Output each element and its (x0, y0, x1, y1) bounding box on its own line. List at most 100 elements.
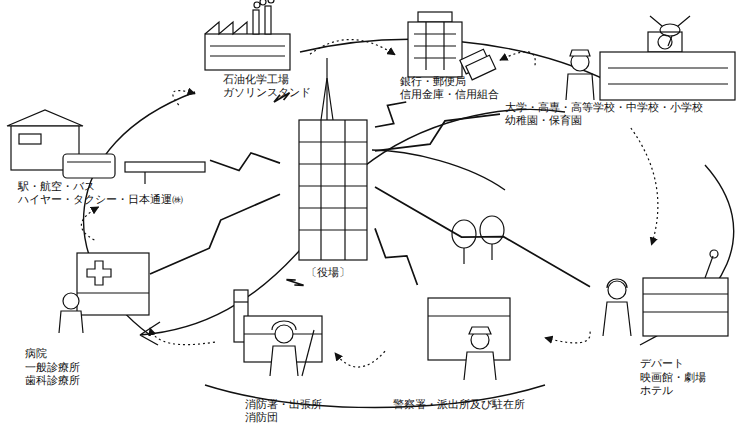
tree-illustration-part (491, 244, 492, 260)
school-illustration (566, 32, 735, 100)
facility-label: 石油化学工場 ガソリンスタンド (223, 73, 423, 101)
department-store-illustration-part (643, 293, 728, 294)
school-illustration-part (658, 35, 672, 49)
hospital-illustration-part (87, 261, 111, 285)
facility-node: 石油化学工場 ガソリンスタンド (195, 8, 310, 100)
factory-illustration-part (205, 34, 290, 70)
dotted-link (81, 207, 98, 240)
station-illustration-part (19, 134, 41, 144)
department-store-illustration-part (603, 302, 631, 336)
school-illustration-part (570, 50, 590, 56)
station-illustration-part (7, 110, 83, 126)
department-store-illustration-part (607, 279, 627, 288)
bird-illustration (650, 16, 690, 46)
bird-illustration-part (660, 24, 680, 36)
bank-illustration-part (466, 55, 496, 80)
tree-illustration-part (452, 220, 476, 248)
factory-illustration-part (254, 2, 260, 8)
radio-link (375, 187, 590, 287)
fire-station-illustration-part (270, 346, 298, 376)
hospital-illustration-part (63, 293, 79, 309)
factory-illustration-part (268, 0, 274, 3)
town-hall-illustration-part (299, 163, 367, 164)
bird-illustration-part (650, 16, 690, 26)
hospital-illustration-part (77, 253, 149, 315)
town-hall-illustration-part (321, 78, 333, 120)
school-illustration-part (600, 52, 735, 100)
facility-label: 銀行・郵便局 信用金庫・信用組合 (400, 75, 600, 103)
facility-node: 駅・航空・バス ハイヤー・タクシー・日本通運㈱ (0, 105, 210, 207)
bank-illustration-part (425, 22, 426, 70)
school-illustration-part (608, 83, 728, 84)
dotted-link (150, 328, 215, 345)
town-hall-illustration-part (299, 185, 367, 186)
police-illustration-part (428, 315, 510, 316)
hospital-illustration-part (59, 311, 83, 333)
swirl-ring-part (372, 150, 505, 190)
label-stack: 駅・航空・バス ハイヤー・タクシー・日本通運㈱ (18, 180, 210, 208)
fire-station-illustration-part (302, 330, 314, 376)
facility-node: デパート 映画館・劇場 ホテル (590, 245, 740, 398)
label-stack: 警察署・派出所及び駐在所 (393, 398, 543, 412)
bank-illustration-part (408, 22, 462, 77)
dotted-link (173, 91, 195, 105)
town-hall-illustration-part (299, 141, 367, 142)
department-store-illustration-part (643, 278, 728, 336)
bank-illustration (408, 12, 496, 80)
radio-link (375, 228, 417, 285)
facility-node: 銀行・郵便局 信用金庫・信用組合 (395, 8, 535, 102)
label-stack: 消防署・出張所 消防団 (245, 398, 335, 426)
town-hall-illustration-part (320, 120, 321, 260)
police-illustration (428, 298, 510, 380)
department-store-illustration-part (705, 256, 713, 278)
tree-illustration-part (463, 248, 464, 264)
label-stack: 〔役場〕 (280, 266, 375, 280)
label-stack: デパート 映画館・劇場 ホテル (640, 357, 740, 398)
facility-node: 大学・高専・高等学校・中学校・小学校 幼稚園・保育園 (500, 28, 744, 128)
label-stack: 銀行・郵便局 信用金庫・信用組合 (400, 75, 600, 103)
hospital-illustration (59, 253, 149, 333)
hospital-illustration-part (77, 292, 149, 293)
department-store-illustration-part (608, 281, 626, 299)
dotted-link (335, 351, 385, 367)
bank-illustration-part (414, 45, 456, 46)
tree-illustration (452, 216, 504, 264)
factory-illustration-part (253, 10, 259, 34)
bank-illustration-part (443, 22, 444, 70)
label-stack: 病院 一般診療所 歯科診療所 (25, 347, 145, 388)
town-hall-illustration-part (326, 58, 327, 120)
factory-illustration-part (210, 55, 285, 56)
dotted-link (500, 52, 535, 65)
facility-label: 消防署・出張所 消防団 (245, 398, 335, 426)
fire-station-illustration-part (275, 325, 293, 343)
factory-illustration-part (260, 0, 266, 5)
town-hall-illustration-part (299, 229, 367, 230)
factory-illustration-part (205, 22, 247, 34)
station-illustration-part (63, 154, 115, 178)
town-hall-illustration-part (299, 120, 367, 260)
department-store-illustration-part (643, 311, 728, 312)
bank-illustration-part (418, 12, 452, 22)
school-illustration-part (566, 74, 594, 100)
facility-node: 〔役場〕 (280, 50, 375, 280)
department-store-illustration (603, 250, 728, 336)
radio-link (274, 93, 289, 102)
facility-label: 駅・航空・バス ハイヤー・タクシー・日本通運㈱ (18, 180, 210, 208)
facility-node: 消防署・出張所 消防団 (215, 285, 335, 425)
station-illustration (7, 110, 205, 184)
station-illustration-part (125, 162, 205, 172)
tree-illustration-part (480, 216, 504, 244)
station-illustration-part (144, 172, 145, 184)
radio-link (375, 102, 406, 127)
radio-link (210, 153, 280, 171)
school-illustration-part (608, 67, 728, 68)
fire-station-illustration-part (272, 321, 296, 330)
police-illustration-part (464, 352, 496, 380)
label-stack: 石油化学工場 ガソリンスタンド (223, 73, 423, 101)
factory-illustration-part (210, 45, 285, 46)
factory-illustration-part (265, 6, 271, 34)
police-illustration-part (469, 327, 491, 334)
